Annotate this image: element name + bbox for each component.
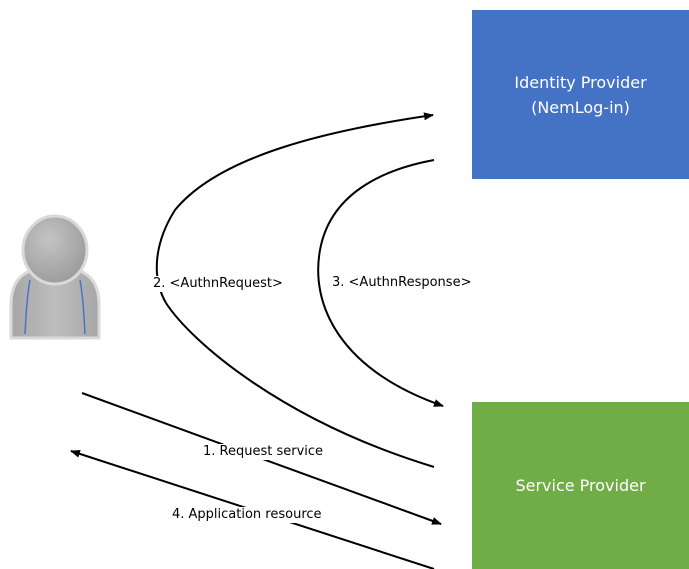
identity-provider-title: Identity Provider (514, 72, 647, 92)
step-2-label: 2. <AuthnRequest> (151, 276, 285, 292)
user-icon (9, 214, 101, 340)
authn-request-return-curve (165, 302, 435, 468)
step-3-label: 3. <AuthnResponse> (330, 275, 474, 291)
step-4-label: 4. Application resource (170, 507, 324, 523)
step-1-label: 1. Request service (201, 444, 326, 460)
identity-provider-box: Identity Provider (NemLog-in) (472, 10, 689, 179)
service-provider-title: Service Provider (515, 476, 646, 495)
service-provider-box: Service Provider (472, 402, 689, 569)
authn-response-arrow (317, 159, 444, 407)
authn-request-arrow (155, 112, 434, 304)
identity-provider-subtitle: (NemLog-in) (531, 97, 630, 117)
